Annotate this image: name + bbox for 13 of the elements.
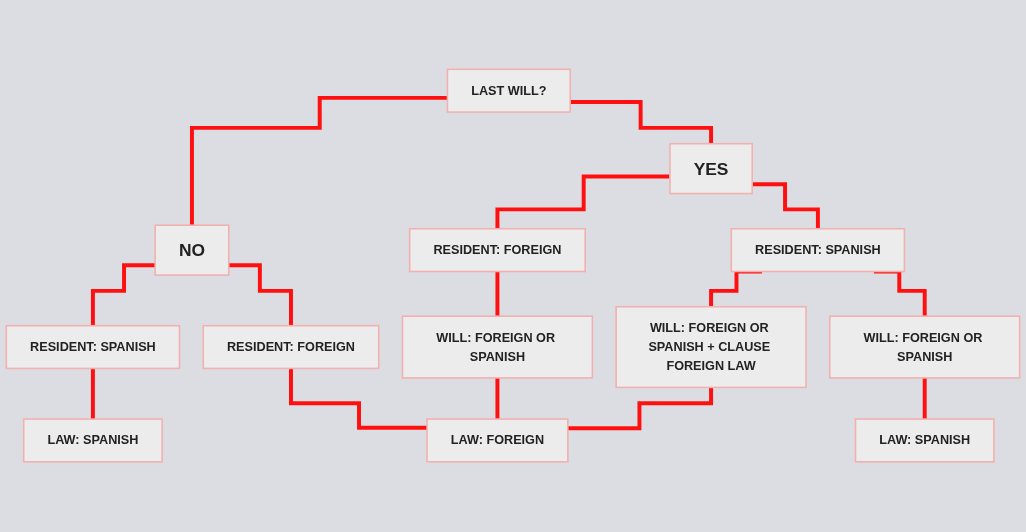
node-box: LAST WILL? xyxy=(446,68,571,114)
node-box: WILL: FOREIGN OR SPANISH + CLAUSE FOREIGN LAW xyxy=(615,306,807,389)
node-box: YES xyxy=(669,143,753,195)
node-box: RESIDENT: SPANISH xyxy=(5,325,181,370)
node-box: LAW: SPANISH xyxy=(854,418,995,464)
node-box: WILL: FOREIGN OR SPANISH xyxy=(828,315,1021,380)
node-box: RESIDENT: FOREIGN xyxy=(408,228,586,273)
node-box: WILL: FOREIGN OR SPANISH xyxy=(401,315,594,380)
node-box: RESIDENT: SPANISH xyxy=(730,228,906,273)
node-box: LAW: SPANISH xyxy=(22,418,163,464)
node-box: NO xyxy=(154,224,230,277)
node-box: RESIDENT: FOREIGN xyxy=(202,325,380,370)
node-box: LAW: FOREIGN xyxy=(426,418,569,464)
